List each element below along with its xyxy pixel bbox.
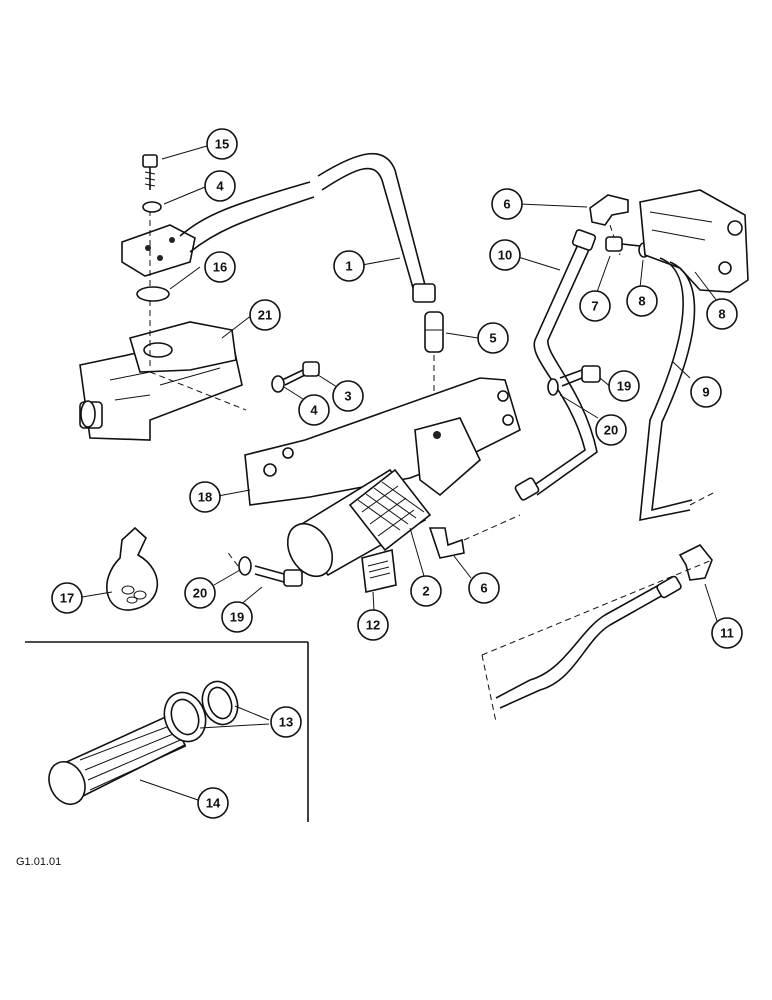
seal-kit-bag-part-17 — [106, 526, 159, 611]
pipe-part-1 — [317, 152, 436, 303]
callout-19-lower: 19 — [221, 601, 253, 633]
inset-frame — [25, 641, 309, 822]
svg-text:8: 8 — [718, 307, 725, 322]
svg-text:2: 2 — [422, 584, 429, 599]
callout-6-lower: 6 — [468, 572, 500, 604]
svg-text:19: 19 — [617, 379, 631, 394]
bolt-part-19-lower — [225, 549, 303, 587]
svg-text:8: 8 — [638, 294, 645, 309]
svg-text:3: 3 — [344, 389, 351, 404]
svg-text:21: 21 — [258, 308, 272, 323]
leader-lines — [81, 145, 718, 801]
svg-text:20: 20 — [604, 423, 618, 438]
callout-10: 10 — [489, 239, 521, 271]
svg-text:1: 1 — [345, 259, 352, 274]
banjo-bolt-part-7 — [605, 236, 641, 252]
svg-text:6: 6 — [480, 581, 487, 596]
callout-15: 15 — [206, 128, 238, 160]
callout-11: 11 — [711, 617, 743, 649]
svg-text:19: 19 — [230, 610, 244, 625]
callout-12: 12 — [357, 609, 389, 641]
callout-17: 17 — [51, 582, 83, 614]
washer-part-4 — [142, 201, 162, 213]
callout-6-top: 6 — [491, 188, 523, 220]
callout-4-top: 4 — [204, 170, 236, 202]
callout-1: 1 — [333, 250, 365, 282]
washer-part-4-lower — [271, 375, 285, 393]
callout-21: 21 — [249, 299, 281, 331]
svg-text:11: 11 — [720, 626, 734, 641]
callout-16: 16 — [204, 251, 236, 283]
callout-18: 18 — [189, 481, 221, 513]
svg-text:6: 6 — [503, 197, 510, 212]
svg-text:15: 15 — [215, 137, 229, 152]
callout-4-lower: 4 — [298, 394, 330, 426]
label-part-12 — [361, 548, 397, 593]
callout-8-b: 8 — [706, 298, 738, 330]
callout-19-right: 19 — [608, 370, 640, 402]
sleeve-part-14 — [48, 713, 187, 805]
svg-text:4: 4 — [216, 179, 224, 194]
filter-part-2 — [286, 417, 481, 578]
svg-text:13: 13 — [279, 715, 293, 730]
figure-reference-code: G1.01.01 — [16, 856, 62, 868]
callout-2: 2 — [410, 575, 442, 607]
callout-9: 9 — [690, 376, 722, 408]
svg-text:5: 5 — [489, 331, 496, 346]
svg-text:20: 20 — [193, 586, 207, 601]
hydraulic-pump-part-21 — [79, 321, 247, 441]
svg-text:4: 4 — [310, 403, 318, 418]
callout-13: 13 — [270, 706, 302, 738]
svg-text:9: 9 — [702, 385, 709, 400]
elbow-fitting-part-6-lower — [428, 514, 521, 559]
svg-text:17: 17 — [60, 591, 74, 606]
svg-text:7: 7 — [591, 299, 598, 314]
o-ring-part-16 — [136, 286, 170, 302]
callout-7: 7 — [579, 290, 611, 322]
pipe-part-11 — [481, 543, 713, 723]
callout-3: 3 — [332, 380, 364, 412]
callout-5: 5 — [477, 322, 509, 354]
valve-block — [121, 181, 315, 370]
bolt-part-15 — [142, 154, 158, 190]
callout-20-lower: 20 — [184, 577, 216, 609]
o-rings-part-13 — [163, 680, 239, 743]
bracket-part-18 — [244, 377, 521, 506]
control-valve-housing — [639, 189, 749, 293]
svg-text:16: 16 — [213, 260, 227, 275]
callout-20-right: 20 — [595, 414, 627, 446]
svg-text:12: 12 — [366, 618, 380, 633]
bolt-part-3 — [281, 361, 320, 386]
callout-8-a: 8 — [626, 285, 658, 317]
pipe-part-9 — [639, 257, 716, 521]
pipe-part-10 — [514, 229, 598, 501]
svg-text:14: 14 — [206, 796, 221, 811]
svg-text:18: 18 — [198, 490, 212, 505]
bolt-part-19-right — [547, 365, 601, 396]
svg-text:10: 10 — [498, 248, 512, 263]
callout-14: 14 — [197, 787, 229, 819]
fitting-part-5 — [424, 311, 444, 420]
